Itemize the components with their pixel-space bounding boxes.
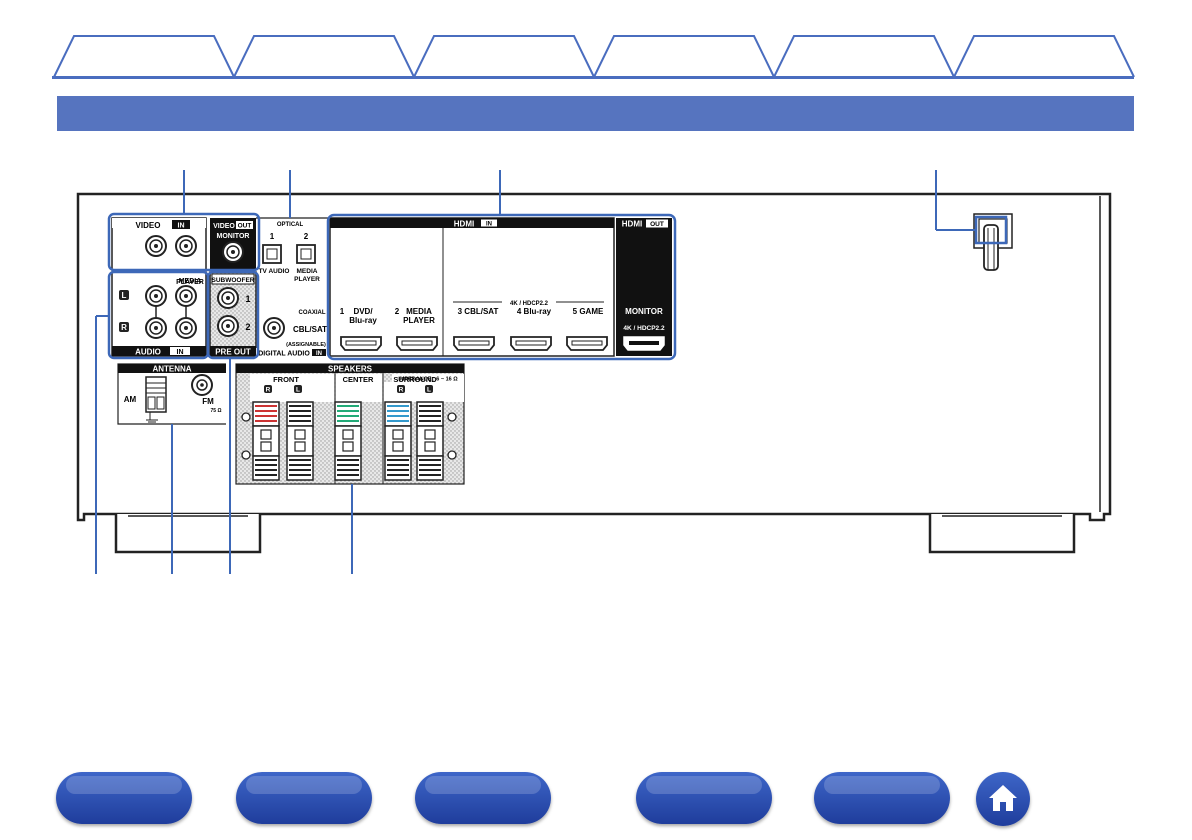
assignable-label: (ASSIGNABLE) bbox=[286, 342, 326, 348]
terminal-hole bbox=[260, 441, 272, 452]
digital-audio-label: DIGITAL AUDIO bbox=[258, 351, 310, 358]
home-button[interactable] bbox=[976, 772, 1030, 826]
audio-in-player-label: PLAYER bbox=[176, 279, 204, 286]
digital-audio-badge: IN bbox=[316, 351, 322, 357]
hdmi1-label-a: DVD/ bbox=[353, 307, 373, 316]
terminal-hole bbox=[260, 429, 272, 440]
hdmi4-label: 4 Blu-ray bbox=[517, 307, 552, 316]
hdmi2-num: 2 bbox=[395, 307, 400, 316]
hdmi-out-block: HDMI OUT MONITOR 4K / HDCP2.2 bbox=[616, 218, 672, 356]
terminal-hole bbox=[424, 429, 436, 440]
coaxial-label: COAXIAL bbox=[299, 310, 326, 316]
tv-audio-label: TV AUDIO bbox=[259, 268, 290, 275]
video-out-monitor-label: MONITOR bbox=[217, 233, 250, 240]
pre-out-label: PRE OUT bbox=[215, 348, 251, 357]
tab-underline bbox=[52, 76, 1134, 79]
terminal-hole bbox=[342, 429, 354, 440]
hdmi1-num: 1 bbox=[340, 307, 345, 316]
surround-l-label: L bbox=[427, 387, 431, 394]
video-in-badge: IN bbox=[178, 223, 185, 230]
home-icon bbox=[989, 785, 1017, 811]
audio-in-badge: IN bbox=[177, 349, 184, 356]
hdmi5-label: 5 GAME bbox=[573, 307, 604, 316]
video-in-block: VIDEO IN bbox=[111, 217, 207, 271]
hdmi2-label-b: PLAYER bbox=[403, 316, 435, 325]
tab-1[interactable] bbox=[52, 34, 236, 78]
tab-4[interactable] bbox=[592, 34, 776, 78]
video-in-label: VIDEO bbox=[136, 221, 161, 230]
callout-leaders bbox=[95, 170, 976, 574]
top-tab-bar bbox=[0, 0, 1192, 80]
rear-panel-diagram: VIDEO IN VIDEO OUT MONITOR MEDIA PLAYER … bbox=[76, 170, 1112, 574]
front-l-label: L bbox=[296, 387, 300, 394]
tab-2[interactable] bbox=[232, 34, 416, 78]
terminal-hole bbox=[392, 429, 404, 440]
tab-3[interactable] bbox=[412, 34, 596, 78]
coaxial-cbl-sat-label: CBL/SAT bbox=[293, 325, 327, 334]
pre-out-block: SUBWOOFER 1 2 PRE OUT bbox=[209, 271, 257, 357]
optical-media-label: MEDIA bbox=[297, 268, 318, 275]
speakers-block: SPEAKERS IMPEDANCE : 6 ~ 16 Ω FRONT R L … bbox=[235, 363, 465, 485]
nav-button-4[interactable] bbox=[636, 772, 772, 824]
subwoofer-1-label: 1 bbox=[245, 294, 250, 304]
video-out-badge: OUT bbox=[238, 223, 252, 230]
hdmi-out-monitor-label: MONITOR bbox=[625, 307, 663, 316]
terminal-hole bbox=[294, 441, 306, 452]
audio-in-label: AUDIO bbox=[135, 348, 161, 357]
hdmi-in-block: HDMI IN 1 DVD/ Blu-ray 2 MEDIA PLAYER 3 … bbox=[329, 217, 615, 357]
optical-player-label: PLAYER bbox=[294, 276, 320, 283]
terminal-hole bbox=[342, 441, 354, 452]
nav-button-2[interactable] bbox=[236, 772, 372, 824]
hdmi3-label: 3 CBL/SAT bbox=[458, 307, 499, 316]
optical-label: OPTICAL bbox=[277, 222, 304, 228]
video-out-label: VIDEO bbox=[213, 223, 235, 230]
section-header-bar bbox=[57, 96, 1134, 131]
audio-l-label: L bbox=[122, 291, 127, 300]
am-label: AM bbox=[124, 395, 137, 404]
antenna-block: ANTENNA AM FM 75 Ω bbox=[117, 363, 226, 425]
center-label: CENTER bbox=[343, 375, 374, 384]
nav-button-1[interactable] bbox=[56, 772, 192, 824]
hdmi-out-badge: OUT bbox=[650, 221, 664, 228]
hdmi-in-hdcp-label: 4K / HDCP2.2 bbox=[510, 301, 549, 307]
video-out-block: VIDEO OUT MONITOR bbox=[210, 218, 256, 270]
terminal-hole bbox=[294, 429, 306, 440]
subwoofer-2-label: 2 bbox=[245, 322, 250, 332]
impedance-label: IMPEDANCE : 6 ~ 16 Ω bbox=[398, 377, 458, 383]
front-label: FRONT bbox=[273, 375, 299, 384]
hdmi-out-label: HDMI bbox=[622, 220, 642, 229]
digital-audio-block: OPTICAL 1 2 TV AUDIO MEDIA PLAYER COAXIA… bbox=[256, 217, 329, 358]
nav-button-5[interactable] bbox=[814, 772, 950, 824]
audio-in-block: MEDIA PLAYER L R AUDIO IN bbox=[111, 271, 207, 357]
callout-outlines bbox=[107, 212, 1008, 361]
fm-ohm-label: 75 Ω bbox=[211, 408, 222, 414]
hdmi1-label-b: Blu-ray bbox=[349, 316, 377, 325]
tab-5[interactable] bbox=[772, 34, 956, 78]
surround-r-label: R bbox=[399, 387, 404, 394]
hdmi-in-label: HDMI bbox=[454, 220, 474, 229]
optical-2-label: 2 bbox=[304, 232, 309, 241]
subwoofer-label: SUBWOOFER bbox=[212, 277, 255, 284]
speakers-label: SPEAKERS bbox=[328, 365, 373, 374]
hdmi-out-hdcp-label: 4K / HDCP2.2 bbox=[623, 325, 665, 332]
terminal-hole bbox=[392, 441, 404, 452]
fm-label: FM bbox=[202, 397, 214, 406]
front-r-label: R bbox=[266, 387, 271, 394]
surround-label: SURROUND bbox=[393, 375, 437, 384]
tab-6[interactable] bbox=[952, 34, 1136, 78]
hdmi2-label-a: MEDIA bbox=[406, 307, 432, 316]
audio-in-media-label: MEDIA bbox=[179, 278, 202, 285]
antenna-label: ANTENNA bbox=[152, 365, 191, 374]
nav-button-3[interactable] bbox=[415, 772, 551, 824]
terminal-hole bbox=[424, 441, 436, 452]
audio-r-label: R bbox=[121, 323, 127, 332]
hdmi-in-badge: IN bbox=[486, 222, 492, 228]
optical-1-label: 1 bbox=[270, 232, 275, 241]
